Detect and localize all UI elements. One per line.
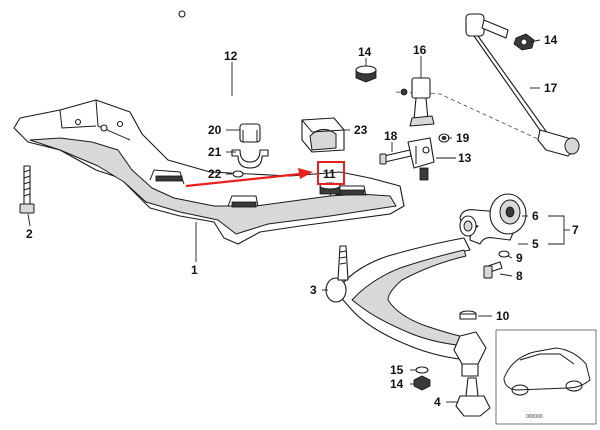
nut-14-right	[513, 33, 535, 51]
inset-code: 000000	[526, 414, 543, 420]
callout-21: 21	[208, 145, 222, 159]
callout-6: 6	[532, 209, 539, 223]
callout-16: 16	[413, 43, 427, 57]
part-11-highlight-box	[317, 161, 345, 185]
nut-9	[498, 250, 510, 258]
bracket-13	[407, 137, 435, 181]
callout-labels: 1 2 3 4 5 6 7 8 9 10 11 12 13 14 14 14 1…	[26, 33, 579, 409]
link-16	[395, 77, 541, 141]
washer-10	[459, 310, 477, 320]
callout-2: 2	[26, 227, 33, 241]
callout-23: 23	[354, 123, 368, 137]
callout-13: 13	[458, 151, 472, 165]
callout-4: 4	[434, 395, 441, 409]
leader-lines	[27, 39, 570, 403]
callout-5: 5	[532, 237, 539, 251]
bushing-6	[489, 193, 527, 235]
callout-12: 12	[224, 49, 238, 63]
callout-1: 1	[191, 263, 198, 277]
bolt-18	[379, 149, 412, 165]
washer-15	[415, 366, 429, 374]
callout-8: 8	[516, 269, 523, 283]
callout-10: 10	[496, 309, 510, 323]
callout-19: 19	[456, 131, 470, 145]
callout-14b: 14	[544, 33, 558, 47]
nut-14-bottom	[413, 375, 431, 391]
nut-14-top	[355, 65, 377, 83]
vehicle-inset: 000000	[495, 329, 597, 425]
callout-20: 20	[208, 123, 222, 137]
callout-18: 18	[384, 129, 398, 143]
bracket-21	[231, 149, 269, 169]
control-arm-3	[325, 237, 487, 377]
callout-22: 22	[208, 167, 222, 181]
bolt-8	[483, 261, 503, 279]
callout-11: 11	[323, 167, 336, 181]
ball-joint-4	[455, 377, 491, 417]
callout-14c: 14	[390, 377, 404, 391]
rubber-mount-23	[301, 117, 345, 153]
callout-7: 7	[572, 223, 579, 237]
callout-9: 9	[516, 251, 523, 265]
highlight-arrow	[185, 168, 313, 188]
nut-19	[438, 133, 450, 143]
callout-14a: 14	[358, 45, 372, 59]
callout-3: 3	[310, 283, 317, 297]
stabilizer-link-17	[465, 13, 580, 157]
callout-15: 15	[390, 363, 404, 377]
callout-17: 17	[544, 81, 558, 95]
nut-22	[232, 170, 244, 178]
bushing-20	[239, 123, 261, 143]
bolt-2	[19, 165, 35, 214]
stabilizer-bar	[110, 10, 398, 107]
